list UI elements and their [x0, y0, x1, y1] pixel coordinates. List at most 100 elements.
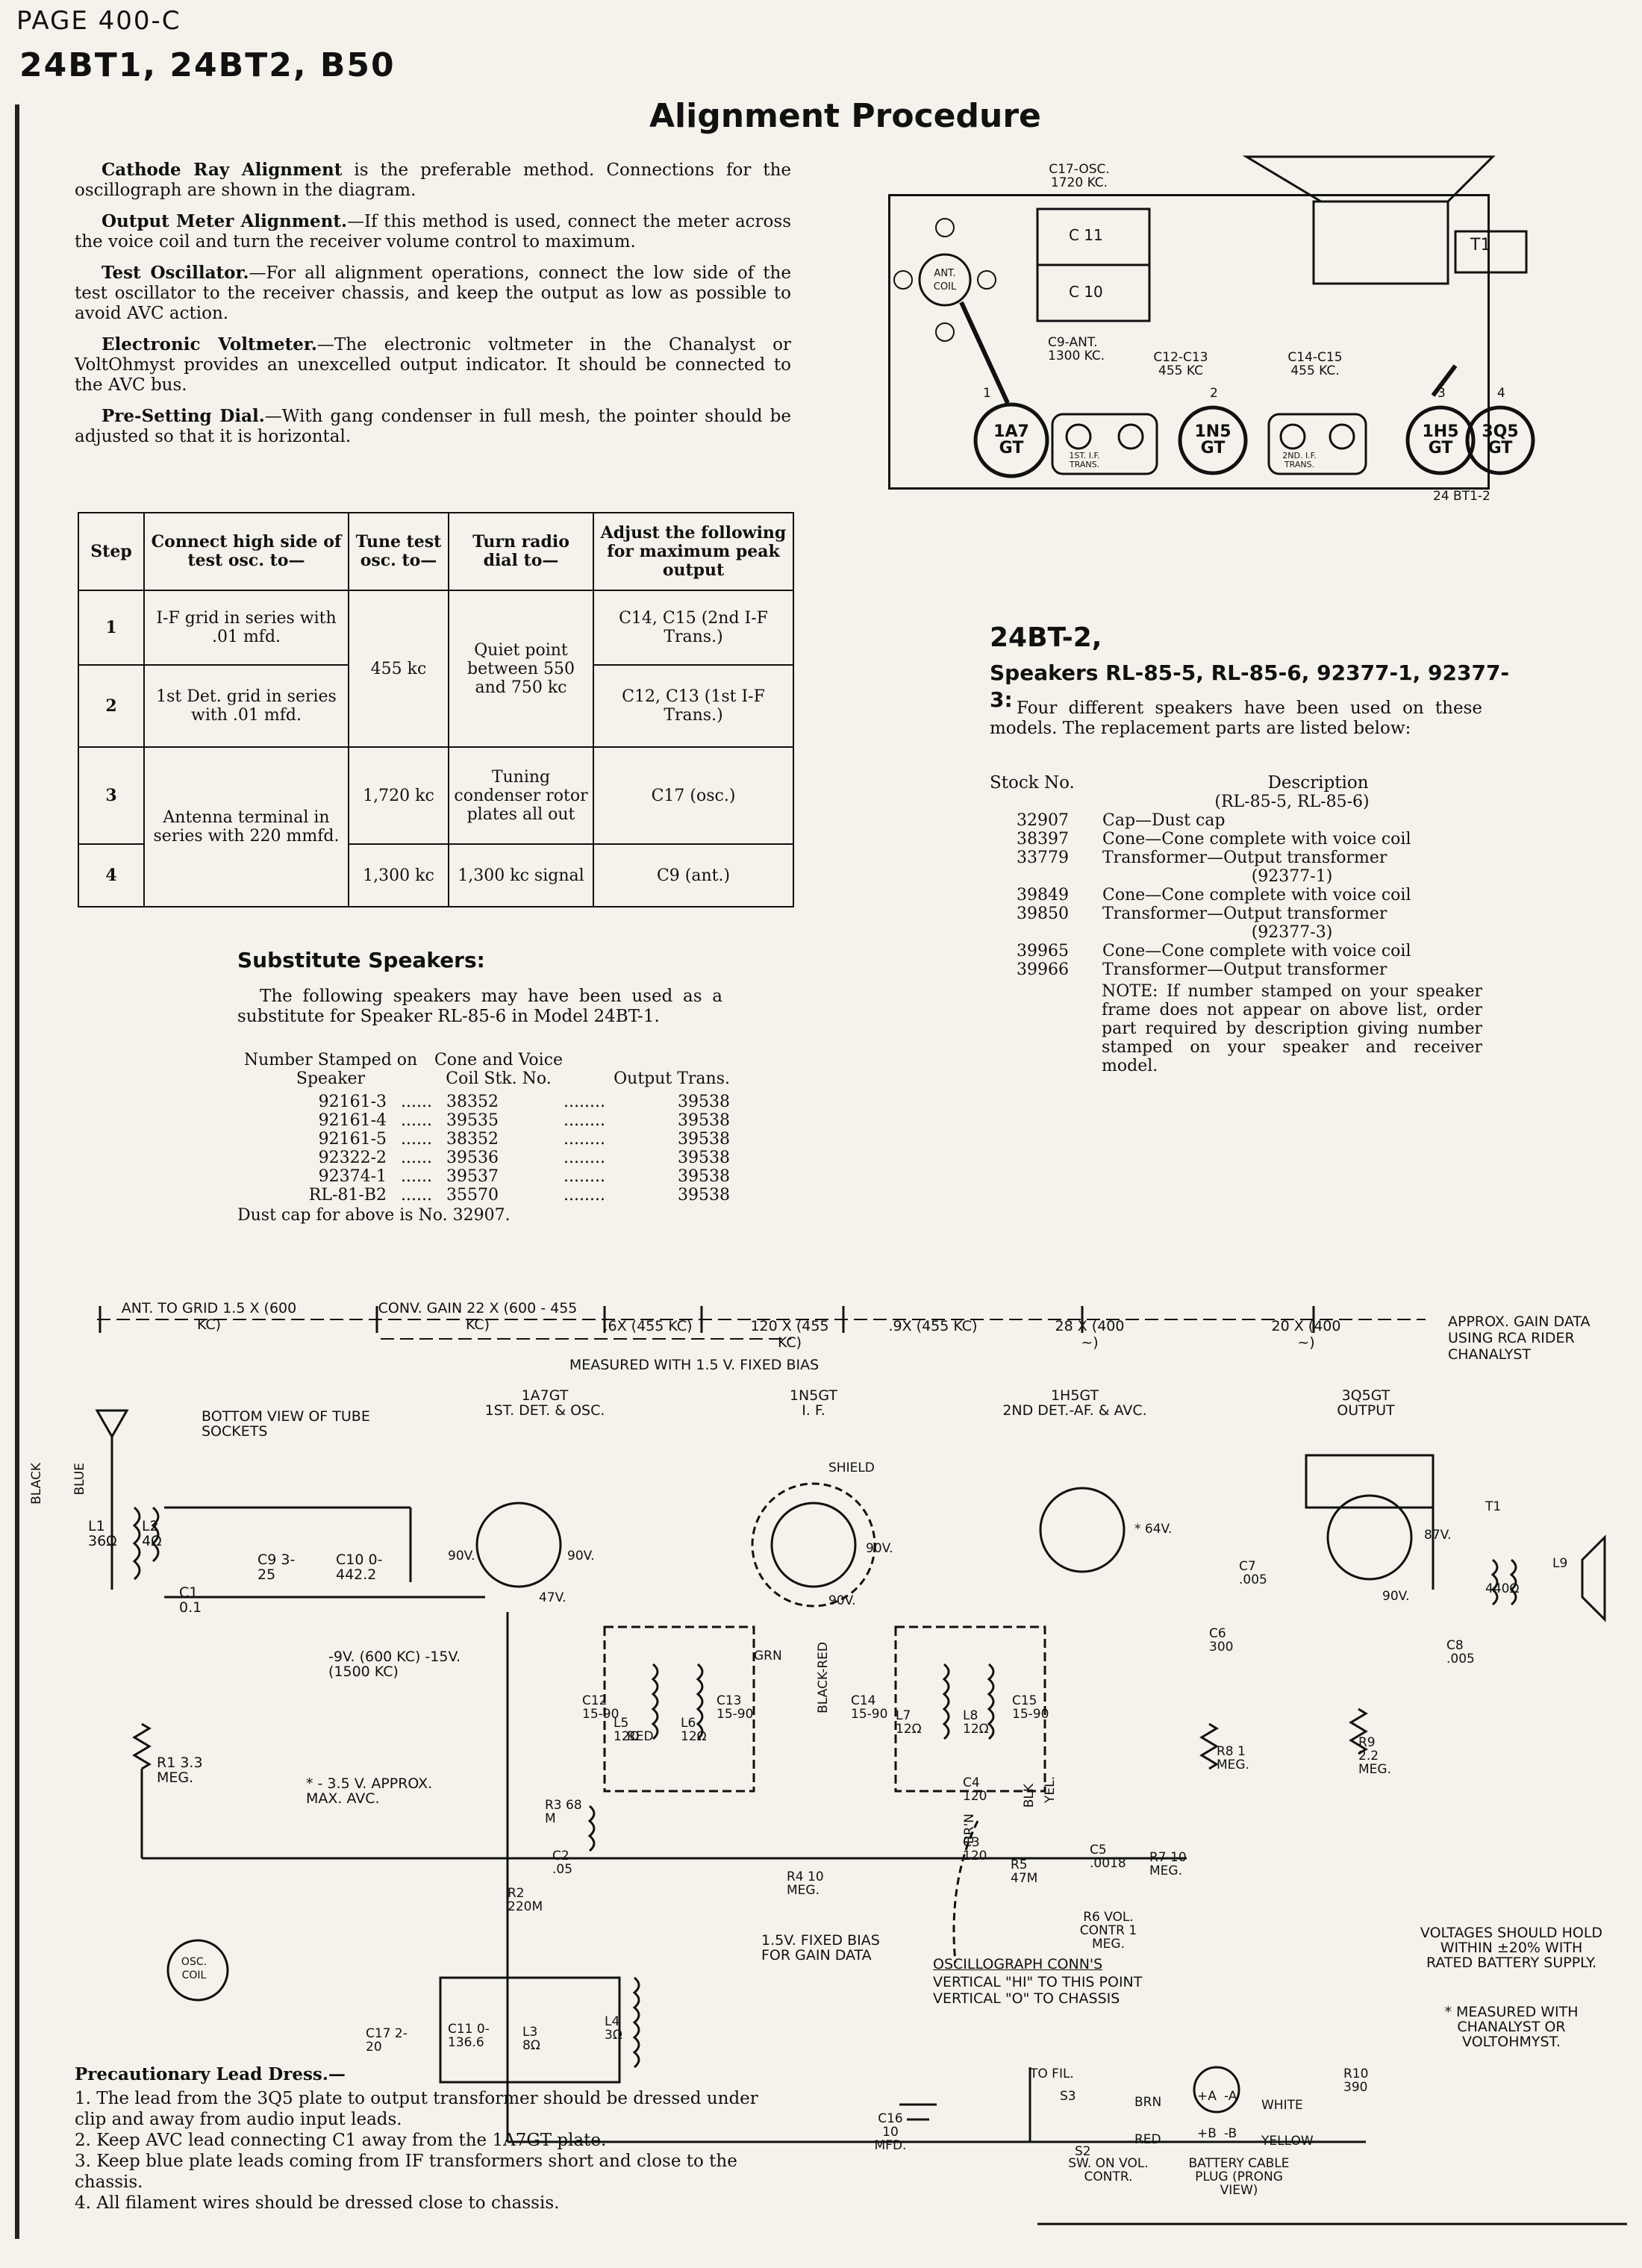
if2-label: 2ND. I.F. TRANS. [1282, 451, 1317, 469]
label-t1: T1 [1470, 236, 1491, 254]
c6-label: C6 300 [1209, 1626, 1234, 1655]
col-trans: Output Trans. [614, 1069, 730, 1088]
gain-approx: APPROX. GAIN DATA USING RCA RIDER CHANAL… [1448, 1313, 1591, 1363]
gain-af1: 28 X (400 ~) [1055, 1318, 1125, 1351]
parts-group-head: (92377-3) [1251, 923, 1333, 942]
col-step: Step [78, 512, 145, 591]
parts-group-head: (92377-1) [1251, 867, 1333, 886]
wire-grn-label: GRN [754, 1649, 782, 1663]
t1-label: T1 [1485, 1499, 1502, 1514]
wire-yel-label: YEL. [1043, 1776, 1058, 1804]
volt-label: 90V. [567, 1549, 595, 1563]
wire-brn: BRN [1134, 2095, 1162, 2110]
speaker-parts-list: Stock No. Description (RL-85-5, RL-85-6)… [990, 773, 1482, 1075]
if1-label: 1ST. I.F. TRANS. [1069, 451, 1100, 469]
tube-1n5: 1N5 GT [1194, 422, 1232, 457]
table-row: 92161-3......38352........39538 [318, 1093, 730, 1111]
label-c14: C14-C15 455 KC. [1287, 350, 1343, 378]
c5-label: C5 .0018 [1090, 1843, 1126, 1871]
substitute-title: Substitute Speakers: [237, 948, 485, 972]
table-row: 92374-1......39537........39538 [318, 1167, 730, 1186]
plug-pin: +A [1197, 2089, 1217, 2104]
speaker-note: NOTE: If number stamped on your speaker … [1102, 982, 1482, 1075]
volt-label: 90V. [866, 1541, 893, 1556]
label-c12: C12-C13 455 KC [1153, 350, 1208, 378]
wire-yellow: YELLOW [1261, 2134, 1314, 2149]
volt-label: 87V. [1424, 1528, 1452, 1543]
left-border [15, 104, 19, 2239]
model-numbers: 24BT1, 24BT2, B50 [19, 46, 396, 84]
volt-label: * 64V. [1134, 1522, 1173, 1537]
intro-paragraph: Test Oscillator.—For all alignment opera… [75, 263, 791, 323]
intro-paragraph: Electronic Voltmeter.—The electronic vol… [75, 334, 791, 395]
ant-coil-label: ANT. COIL [933, 268, 957, 293]
l7-label: L7 12Ω [896, 1708, 922, 1737]
lead-dress-item: 1. The lead from the 3Q5 plate to output… [75, 2089, 758, 2129]
r8-label: R8 1 MEG. [1217, 1744, 1249, 1772]
c12-label: C12 15-90 [582, 1693, 619, 1722]
shield-label: SHIELD [828, 1461, 875, 1475]
r6-label: R6 VOL. CONTR 1 MEG. [1079, 1910, 1137, 1952]
l9-label: L9 [1552, 1556, 1568, 1571]
gain-conv: CONV. GAIN 22 X (600 - 455 KC) [378, 1300, 578, 1333]
col-dial: Turn radio dial to— [448, 512, 594, 591]
c4-label: C4 120 [963, 1775, 987, 1804]
tube-3q5: 3Q5 GT [1482, 422, 1519, 457]
intro-paragraph: Cathode Ray Alignment is the preferable … [75, 160, 791, 200]
plug-pin: +B [1197, 2126, 1217, 2141]
c11-label: C11 0-136.6 [448, 2022, 490, 2050]
l5-label: L5 12Ω [614, 1716, 640, 1744]
c13-label: C13 15-90 [717, 1693, 754, 1722]
wire-red: RED [1134, 2132, 1161, 2147]
r1-label: R1 3.3 MEG. [157, 1755, 203, 1786]
l4-label: L4 3Ω [605, 2014, 622, 2043]
gain-if3: .9X (455 KC) [888, 1318, 978, 1334]
c8-label: C8 .005 [1446, 1638, 1475, 1666]
gain-af2: 20 X (400 ~) [1271, 1318, 1341, 1351]
tube-1a7: 1A7 GT [993, 422, 1029, 457]
volt-label: 90V. [1382, 1589, 1410, 1604]
col-cone: Cone and Voice Coil Stk. No. [434, 1051, 564, 1088]
c15-label: C15 15-90 [1012, 1693, 1049, 1722]
osc-coil-label: OSC. COIL [181, 1956, 207, 1981]
l8-label: L8 12Ω [963, 1708, 989, 1737]
gain-ant: ANT. TO GRID 1.5 X (600 KC) [121, 1300, 297, 1333]
label-c10: C 10 [1069, 283, 1103, 301]
substitute-footer: Dust cap for above is No. 32907. [237, 1206, 511, 1225]
pin-label: 4 [1497, 386, 1505, 401]
c17-label: C17 2-20 [366, 2026, 408, 2055]
lead-dress-item: 4. All filament wires should be dressed … [75, 2193, 560, 2213]
table-row: 1 I-F grid in series with .01 mfd. 455 k… [78, 590, 794, 748]
c16-label: C16 10 MFD. [874, 2111, 907, 2153]
osc-conn-title: OSCILLOGRAPH CONN'S [933, 1956, 1103, 1972]
table-row: 92161-4......39535........39538 [318, 1111, 730, 1130]
table-row: 3 Antenna terminal in series with 220 mm… [78, 746, 794, 907]
plug-pin: -A [1224, 2089, 1237, 2104]
bottom-view-label: BOTTOM VIEW OF TUBE SOCKETS [202, 1408, 370, 1440]
r9-label: R9 2.2 MEG. [1358, 1735, 1391, 1777]
osc-conn-lo: VERTICAL "O" TO CHASSIS [933, 1990, 1120, 2007]
gain-if2: 120 X (455 KC) [750, 1318, 829, 1351]
plug-pin: -B [1224, 2126, 1237, 2141]
intro-section: Cathode Ray Alignment is the preferable … [75, 160, 791, 447]
substitute-table: Number Stamped on Speaker Cone and Voice… [237, 1051, 730, 1225]
wire-white: WHITE [1261, 2098, 1303, 2113]
pin-label: 3 [1437, 386, 1446, 401]
wire-red-label: RED [627, 1729, 654, 1744]
l6-label: L6 12Ω [681, 1716, 707, 1744]
table-row: 92161-5......38352........39538 [318, 1130, 730, 1149]
s2-label: S2 [1075, 2144, 1091, 2159]
wire-brn-label: BR'N [962, 1814, 977, 1844]
gain-scale [97, 1306, 1426, 1340]
label-c9: C9-ANT. 1300 KC. [1048, 335, 1105, 363]
l2-label: L2 4Ω [142, 1518, 162, 1549]
label-c17: C17-OSC. 1720 KC. [1049, 162, 1110, 190]
substitute-text: The following speakers may have been use… [237, 987, 722, 1026]
wire-bkred-label: BLACK-RED [816, 1642, 831, 1714]
chassis-code: 24 BT1-2 [1433, 489, 1490, 504]
volt-label: 90V. [448, 1549, 475, 1563]
